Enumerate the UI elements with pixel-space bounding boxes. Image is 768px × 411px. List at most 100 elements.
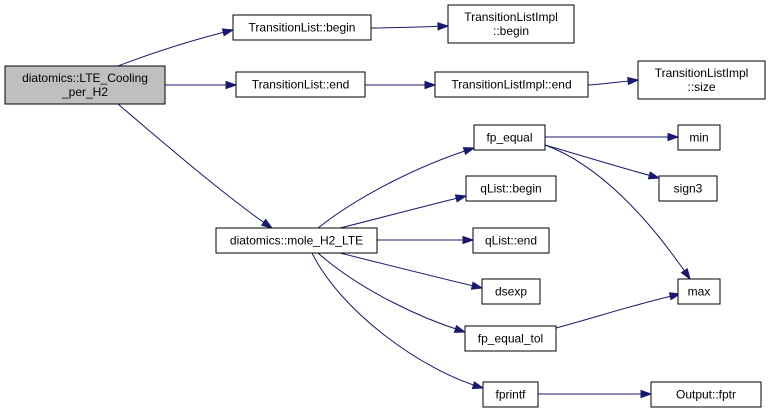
- node-label: TransitionListImpl: [464, 10, 558, 24]
- node-box: [658, 175, 718, 202]
- edge-line: [339, 195, 467, 229]
- edge-line: [311, 252, 484, 389]
- edges: [117, 22, 691, 399]
- edge-arrowhead: [437, 22, 450, 31]
- edge-line: [317, 147, 475, 229]
- edge-arrowhead: [668, 292, 682, 301]
- node-label: TransitionList::begin: [249, 21, 356, 35]
- edge-line: [117, 103, 273, 229]
- edge-line: [339, 252, 483, 289]
- node-box: [472, 227, 550, 254]
- edge-arrowhead: [462, 235, 475, 245]
- edge-fp_equal-to-sign3: [544, 144, 661, 180]
- edge-arrowhead: [640, 389, 653, 399]
- node-min[interactable]: min: [677, 124, 721, 151]
- node-tl-end[interactable]: TransitionList::end: [235, 71, 366, 98]
- node-sign3[interactable]: sign3: [658, 175, 718, 202]
- node-box: [650, 381, 762, 408]
- node-box: [4, 65, 166, 105]
- edge-mole-to-qlist_end: [377, 235, 475, 245]
- edge-arrowhead: [453, 324, 467, 333]
- node-label: sign3: [674, 182, 703, 196]
- edge-tl_end-to-tli_end: [365, 80, 437, 90]
- node-label: diatomics::LTE_Cooling: [22, 71, 148, 85]
- edge-arrowhead: [260, 218, 274, 229]
- edge-line: [544, 144, 660, 179]
- node-fp-equal[interactable]: fp_equal: [473, 124, 546, 151]
- node-box: [215, 227, 378, 254]
- node-label: Output::fptr: [676, 388, 736, 402]
- node-label: _per_H2: [61, 85, 108, 99]
- edge-arrowhead: [424, 80, 437, 90]
- node-label: fprintf: [495, 388, 526, 402]
- edge-arrowhead: [471, 381, 485, 390]
- edge-mole-to-fp_equal_tol: [317, 252, 467, 333]
- node-mole[interactable]: diatomics::mole_H2_LTE: [215, 227, 378, 254]
- node-tli-size[interactable]: TransitionListImpl::size: [637, 60, 766, 100]
- edge-line: [117, 29, 234, 67]
- edge-arrowhead: [221, 28, 235, 37]
- node-fptr[interactable]: Output::fptr: [650, 381, 762, 408]
- node-box: [482, 381, 539, 408]
- edge-fp_equal-to-max: [544, 144, 691, 281]
- node-box: [481, 278, 541, 305]
- edge-arrowhead: [454, 194, 468, 203]
- node-max[interactable]: max: [677, 278, 721, 305]
- edge-line: [555, 293, 681, 329]
- edge-fp_equal-to-min: [544, 132, 680, 142]
- node-label: qList::end: [485, 234, 537, 248]
- node-label: dsexp: [495, 285, 527, 299]
- edge-arrowhead: [680, 267, 691, 281]
- edge-fprintf-to-fptr: [538, 389, 653, 399]
- node-fprintf[interactable]: fprintf: [482, 381, 539, 408]
- node-box: [232, 14, 372, 41]
- edge-line: [544, 144, 691, 280]
- node-box: [434, 71, 589, 98]
- node-label: TransitionList::end: [252, 78, 350, 92]
- edge-arrowhead: [470, 281, 484, 290]
- node-box: [464, 325, 557, 352]
- node-label: TransitionListImpl::end: [451, 78, 571, 92]
- node-dsexp[interactable]: dsexp: [481, 278, 541, 305]
- node-label: fp_equal: [486, 131, 532, 145]
- edge-arrowhead: [627, 76, 640, 86]
- node-box: [447, 4, 575, 44]
- node-root[interactable]: diatomics::LTE_Cooling_per_H2: [4, 65, 166, 105]
- nodes: diatomics::LTE_Cooling_per_H2 TransitionL…: [4, 4, 766, 408]
- node-label: qList::begin: [480, 182, 541, 196]
- edge-mole-to-dsexp: [339, 252, 484, 290]
- node-box: [677, 124, 721, 151]
- node-label: ::size: [687, 80, 715, 94]
- node-label: diatomics::mole_H2_LTE: [230, 234, 363, 248]
- edge-fp_equal_tol-to-max: [555, 292, 682, 329]
- node-box: [637, 60, 766, 100]
- node-label: fp_equal_tol: [478, 332, 543, 346]
- node-fp-equal-tol[interactable]: fp_equal_tol: [464, 325, 557, 352]
- edge-mole-to-qlist_begin: [339, 194, 468, 229]
- node-qlist-begin[interactable]: qList::begin: [465, 175, 557, 202]
- edge-arrowhead: [462, 147, 476, 156]
- node-box: [465, 175, 557, 202]
- node-tli-begin[interactable]: TransitionListImpl::begin: [447, 4, 575, 44]
- node-box: [473, 124, 546, 151]
- node-tli-end[interactable]: TransitionListImpl::end: [434, 71, 589, 98]
- edge-mole-to-fprintf: [311, 252, 485, 390]
- node-label: ::begin: [493, 24, 529, 38]
- edge-arrowhead: [225, 80, 238, 90]
- edge-root-to-tl_begin: [117, 28, 235, 67]
- node-label: TransitionListImpl: [655, 66, 749, 80]
- node-label: min: [689, 131, 708, 145]
- node-box: [235, 71, 366, 98]
- node-qlist-end[interactable]: qList::end: [472, 227, 550, 254]
- edge-mole-to-fp_equal: [317, 147, 476, 229]
- node-label: max: [688, 285, 711, 299]
- edge-tl_begin-to-tli_begin: [370, 22, 450, 31]
- node-box: [677, 278, 721, 305]
- edge-line: [370, 25, 449, 29]
- edge-root-to-mole: [117, 103, 274, 229]
- edge-arrowhead: [667, 132, 680, 142]
- edge-line: [317, 252, 466, 333]
- node-tl-begin[interactable]: TransitionList::begin: [232, 14, 372, 41]
- edge-tli_end-to-tli_size: [587, 76, 640, 86]
